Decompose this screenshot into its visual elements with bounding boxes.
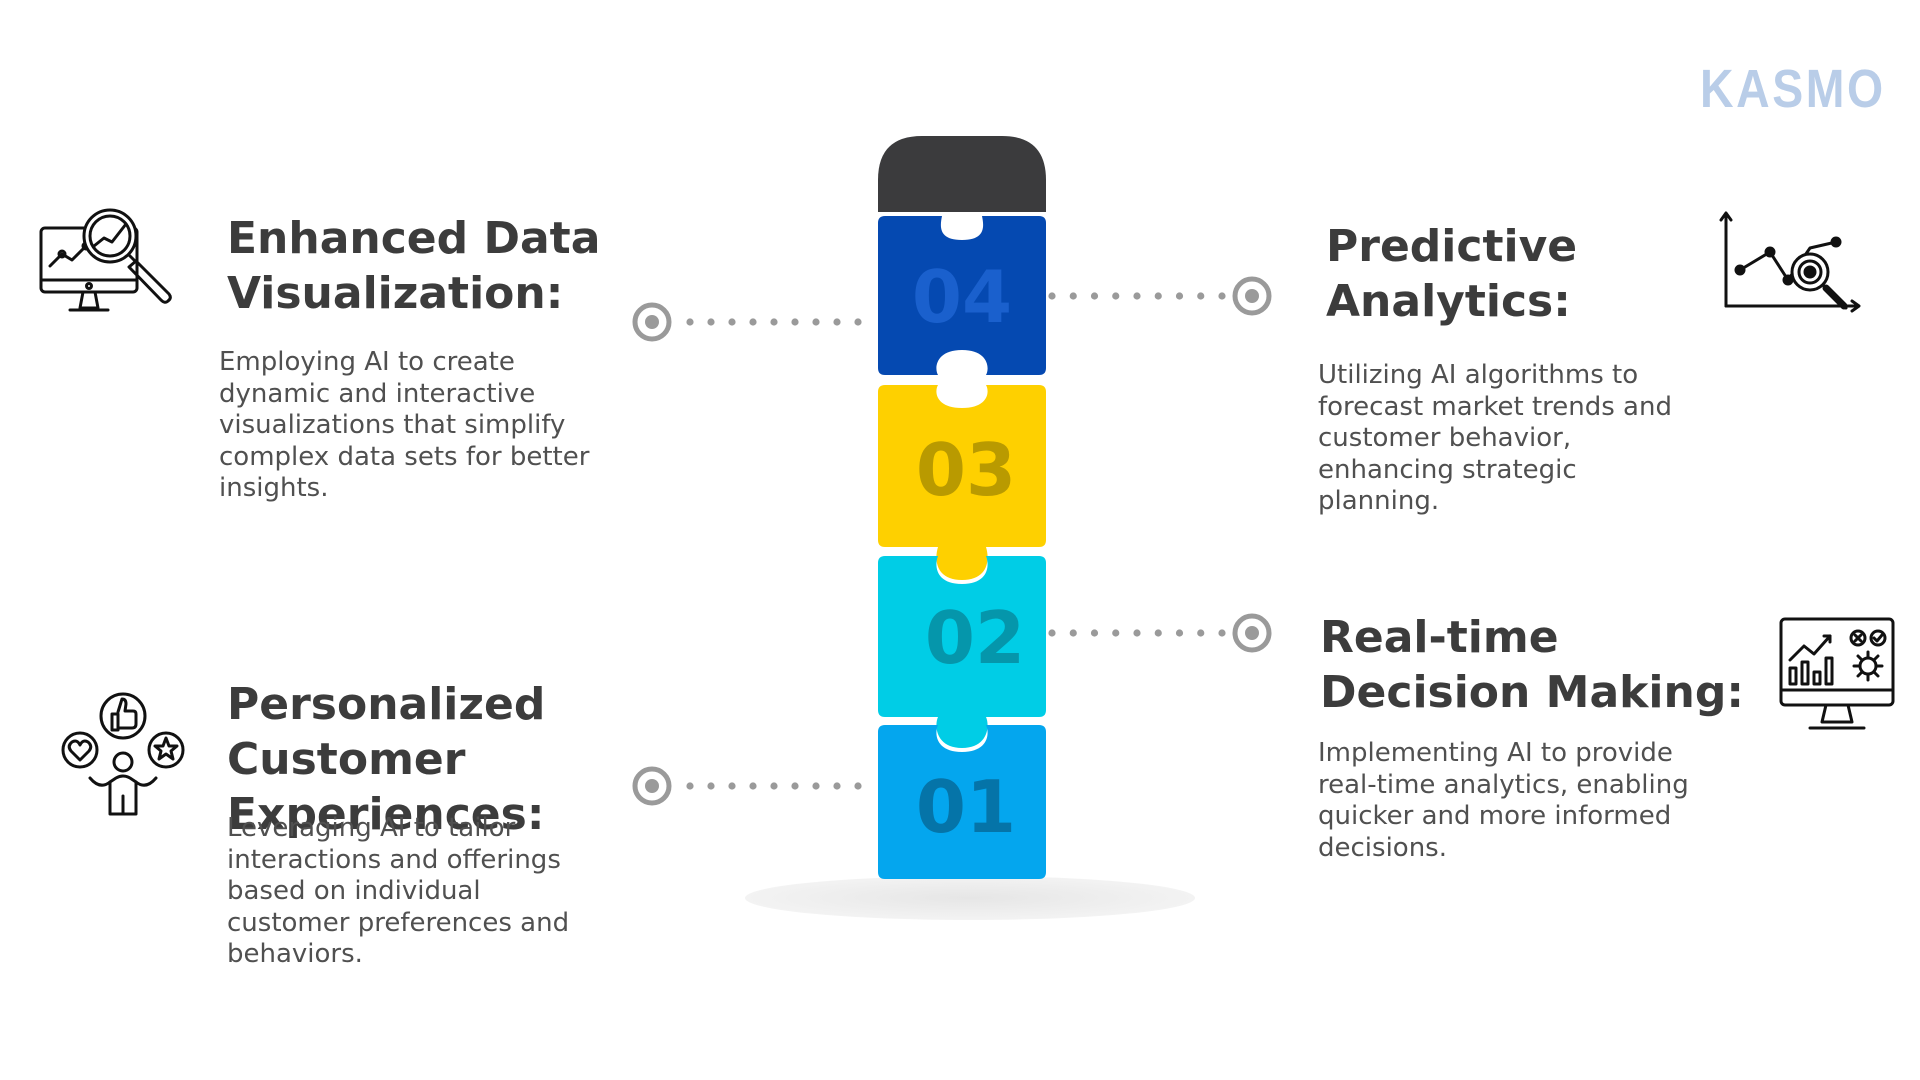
connector-dot	[791, 318, 799, 326]
connector-dot	[812, 318, 820, 326]
customer-experience-icon	[61, 692, 185, 816]
connector-dot	[770, 782, 778, 790]
stack-cap	[878, 136, 1046, 212]
connector-predictive-analytics	[1048, 276, 1272, 316]
connector-dot	[1112, 629, 1120, 637]
connector-dot	[1175, 292, 1184, 300]
connector-dot	[1154, 629, 1162, 637]
connector-realtime-decision-making	[1048, 613, 1272, 653]
connector-dot	[707, 782, 715, 790]
description-enhanced-data-visualization: Employing AI to create dynamic and inter…	[219, 347, 590, 503]
heading-personalized-customer-experiences: Personalized Customer Experiences:	[227, 679, 546, 840]
puzzle-number-04: 04	[912, 255, 1012, 339]
realtime-dashboard-icon	[1779, 617, 1895, 730]
connector-dot	[728, 318, 736, 326]
puzzle-piece-01	[878, 725, 1046, 879]
connector-dot	[1069, 629, 1077, 637]
connector-dot	[1218, 629, 1226, 637]
puzzle-piece-02	[878, 556, 1046, 748]
connector-dot	[854, 782, 862, 790]
connector-dot	[770, 318, 778, 326]
description-personalized-customer-experiences: Leveraging AI to tailor interactions and…	[227, 813, 570, 969]
connector-dot	[833, 782, 841, 790]
connector-dot	[749, 318, 757, 326]
connector-dot	[833, 318, 841, 326]
puzzle-number-03: 03	[916, 428, 1016, 512]
description-predictive-analytics: Utilizing AI algorithms to forecast mark…	[1318, 360, 1672, 516]
stack-shadow	[745, 876, 1195, 920]
connector-dot	[1175, 629, 1184, 637]
connector-dot	[1048, 629, 1056, 637]
connector-personalized-customer-experiences	[632, 766, 862, 806]
connector-dot	[1197, 292, 1205, 300]
heading-realtime-decision-making: Real-time Decision Making:	[1320, 612, 1744, 718]
connector-dot	[1154, 292, 1162, 300]
connector-dot	[686, 782, 694, 790]
connector-dot	[1197, 629, 1205, 637]
connector-dot	[1048, 292, 1056, 300]
connector-dot	[1112, 292, 1120, 300]
connector-dot	[728, 782, 736, 790]
puzzle-piece-03	[878, 385, 1046, 580]
connector-dot	[1090, 629, 1099, 637]
puzzle-piece-04	[878, 216, 1046, 375]
puzzle-number-01: 01	[916, 765, 1016, 849]
connector-dot	[854, 318, 862, 326]
heading-enhanced-data-visualization: Enhanced Data Visualization:	[227, 213, 601, 319]
connector-dot	[707, 318, 715, 326]
connector-dot	[749, 782, 757, 790]
connector-dot	[1090, 292, 1099, 300]
connector-dot	[1133, 292, 1141, 300]
connector-dot	[686, 318, 694, 326]
connector-dot	[791, 782, 799, 790]
connector-enhanced-data-visualization	[632, 302, 862, 342]
puzzle-number-02: 02	[925, 596, 1025, 680]
description-realtime-decision-making: Implementing AI to provide real-time ana…	[1318, 738, 1689, 863]
heading-predictive-analytics: Predictive Analytics:	[1326, 221, 1578, 327]
connector-dot	[1069, 292, 1077, 300]
connector-dot	[1218, 292, 1226, 300]
data-visualization-icon	[39, 208, 172, 312]
connector-dot	[812, 782, 820, 790]
connector-dot	[1133, 629, 1141, 637]
predictive-analytics-icon	[1719, 211, 1861, 313]
